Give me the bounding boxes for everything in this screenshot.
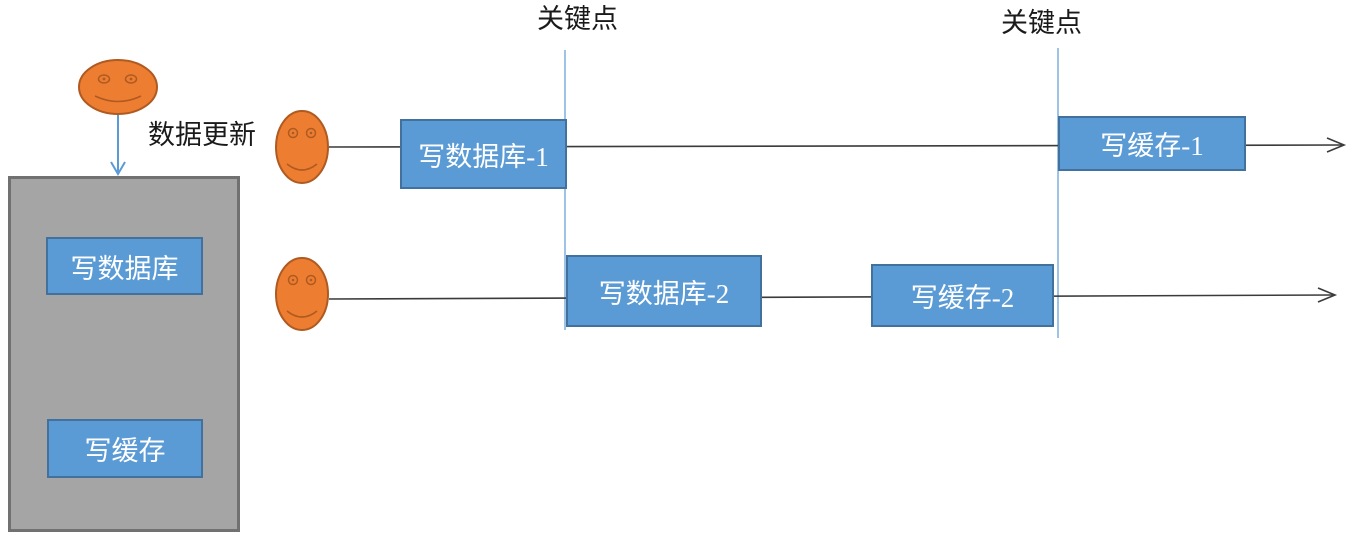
write-db-1-box: 写数据库-1 [400,119,567,189]
keypoint-label-2: 关键点 [1001,8,1082,38]
data-update-label: 数据更新 [148,120,256,150]
keypoint-label-1: 关键点 [537,4,618,34]
timeline-2-arrow [328,287,1338,303]
update-process-panel [8,176,240,532]
write-db-box: 写数据库 [46,237,203,295]
thread-1-smiley-icon [275,110,329,184]
write-cache-2-box: 写缓存-2 [871,264,1054,327]
user-smiley-icon [78,59,158,115]
write-db-2-box: 写数据库-2 [566,255,762,327]
write-cache-1-box: 写缓存-1 [1058,116,1246,171]
write-cache-box: 写缓存 [47,419,203,478]
thread-2-smiley-icon [275,257,329,331]
down-arrow-icon [110,115,126,176]
